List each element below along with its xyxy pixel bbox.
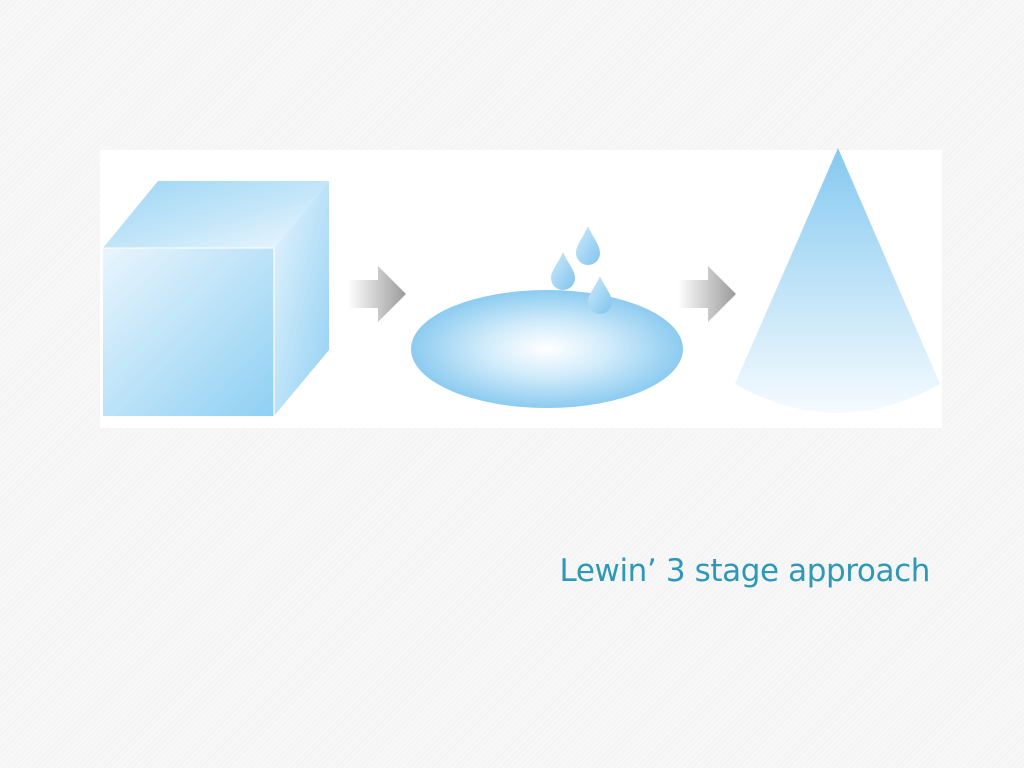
slide-caption: Lewin’ 3 stage approach: [559, 553, 931, 589]
ice-cone-icon: [735, 148, 940, 413]
water-drop-icon: [551, 252, 575, 290]
arrow-right-icon: [348, 266, 406, 322]
arrow-right-icon: [678, 266, 736, 322]
water-puddle-icon: [411, 290, 683, 408]
water-drop-icon: [576, 226, 600, 265]
ice-cube-icon: [103, 181, 329, 416]
water-drop-icon: [588, 276, 612, 314]
